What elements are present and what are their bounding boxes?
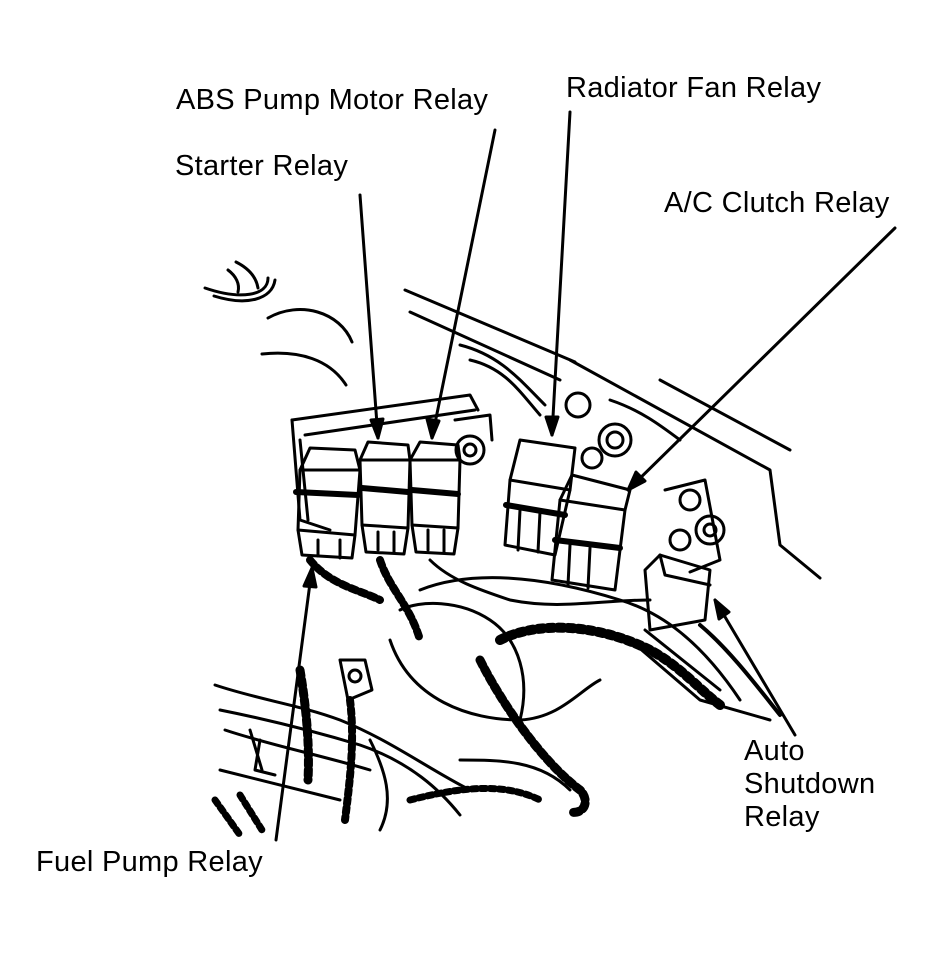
- label-auto-shutdown-line-3: Relay: [744, 801, 820, 833]
- leader-fuel-pump-relay: [274, 566, 314, 842]
- leader-radiator-fan-relay: [550, 110, 572, 437]
- leader-abs-pump-motor-relay: [430, 128, 497, 440]
- starter-relay-body: [358, 440, 412, 556]
- wiring-harness: [211, 556, 782, 839]
- label-fuel-pump-relay: Fuel Pump Relay: [36, 846, 263, 878]
- arrowhead-ac-clutch-relay: [626, 470, 647, 492]
- arrowhead-abs-pump-motor-relay: [425, 417, 441, 440]
- label-auto-shutdown-line-1: Auto: [744, 735, 805, 767]
- label-auto-shutdown-line-2: Shutdown: [744, 768, 876, 800]
- arrowhead-starter-relay: [369, 417, 385, 440]
- leader-starter-relay: [358, 193, 380, 440]
- abs-pump-motor-relay-body: [408, 440, 462, 556]
- arrowhead-auto-shutdown-relay: [713, 598, 731, 621]
- ac-clutch-relay-body: [550, 473, 632, 592]
- arrowhead-fuel-pump-relay: [302, 566, 318, 589]
- arrowhead-radiator-fan-relay: [544, 415, 560, 437]
- radiator-fan-relay-body: [503, 391, 633, 557]
- label-abs-pump-motor-relay: ABS Pump Motor Relay: [176, 84, 489, 116]
- leader-auto-shutdown-relay: [713, 598, 797, 737]
- label-auto-shutdown-relay: Auto Shutdown Relay: [744, 735, 875, 834]
- body-panel-contours: [203, 260, 822, 580]
- label-starter-relay: Starter Relay: [175, 150, 349, 182]
- fuel-pump-relay-body: [293, 446, 362, 560]
- leader-lines: [274, 110, 897, 842]
- relay-mounting-bracket: [290, 393, 494, 532]
- auto-shutdown-relay-body: [643, 478, 726, 632]
- label-ac-clutch-relay: A/C Clutch Relay: [664, 187, 890, 219]
- label-radiator-fan-relay: Radiator Fan Relay: [566, 72, 822, 104]
- leader-ac-clutch-relay: [626, 226, 897, 492]
